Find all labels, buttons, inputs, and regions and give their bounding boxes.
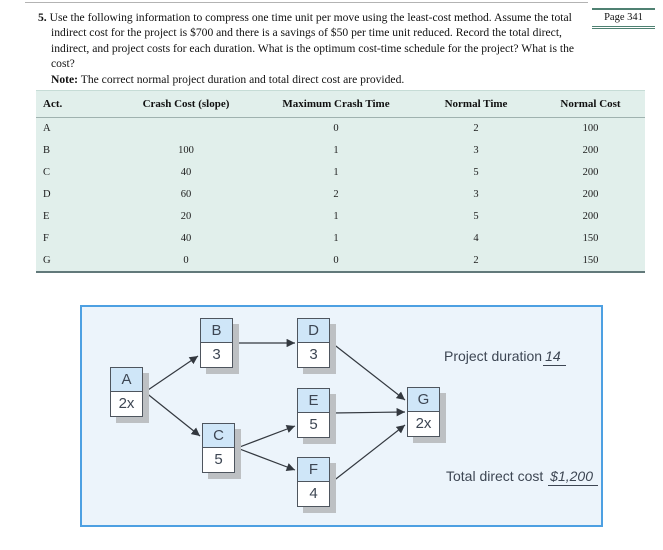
table-cell: B <box>43 145 51 156</box>
table-header-row: Act.Crash Cost (slope)Maximum Crash Time… <box>36 90 645 118</box>
table-cell: 200 <box>582 145 599 156</box>
table-cell: 2 <box>473 123 479 135</box>
table-cell: 1 <box>333 145 339 156</box>
table-cell: 100 <box>178 145 194 156</box>
column-header: Maximum Crash Time <box>256 90 416 118</box>
column-header: Normal Time <box>416 90 536 118</box>
activity-duration: 5 <box>214 450 223 468</box>
activity-name: A <box>111 368 142 392</box>
note-body: The correct normal project duration and … <box>80 72 405 86</box>
page-number-badge[interactable]: Page 341 <box>592 8 655 29</box>
table-cell: D <box>43 189 51 200</box>
table-cell: 2 <box>333 189 339 200</box>
table-cell: 150 <box>582 233 599 244</box>
table-cell: F <box>43 233 49 244</box>
activity-name: D <box>298 319 329 343</box>
activity-duration: 3 <box>309 345 318 363</box>
question-text: 5. Use the following information to comp… <box>38 10 589 87</box>
table-cell: A <box>43 123 51 135</box>
project-duration-label: Project duration <box>444 348 543 364</box>
dependency-arrow-a-b <box>144 355 199 393</box>
activity-duration: 2x <box>118 394 135 412</box>
table-cell: G <box>43 254 51 266</box>
table-cell <box>116 118 256 140</box>
activity-name: F <box>298 458 329 482</box>
table-cell: 3 <box>473 145 479 156</box>
table-row: C 40 1 5 200 <box>36 162 645 184</box>
project-duration-value[interactable]: 14 <box>543 348 566 366</box>
note-label: Note: <box>51 72 79 86</box>
activity-node-g: G 2x <box>407 387 440 437</box>
total-direct-cost-annotation: Total direct cost $1,200 <box>446 468 598 486</box>
activity-node-a: A 2x <box>110 367 143 417</box>
top-divider <box>25 2 588 3</box>
table-cell: 60 <box>180 189 192 200</box>
dependency-arrow-d-g <box>331 342 406 401</box>
dependency-arrow-c-e <box>236 425 296 449</box>
total-direct-cost-label: Total direct cost <box>446 468 544 484</box>
table-cell: 5 <box>473 211 479 222</box>
column-header: Act. <box>36 90 116 118</box>
table-header: Act.Crash Cost (slope)Maximum Crash Time… <box>36 90 645 118</box>
dependency-arrows-layer <box>144 338 406 483</box>
table-cell: 0 <box>333 254 339 266</box>
table-cell: 0 <box>183 254 189 266</box>
table-cell: 5 <box>473 167 479 178</box>
table-cell: 200 <box>582 189 599 200</box>
dependency-arrow-f-g <box>331 424 406 483</box>
table-row: F 40 1 4 150 <box>36 228 645 250</box>
activity-name: G <box>408 388 439 412</box>
table-cell: 40 <box>180 167 192 178</box>
table-cell: 20 <box>180 211 192 222</box>
activity-duration: 3 <box>212 345 221 363</box>
activity-duration: 5 <box>309 415 318 433</box>
column-header: Normal Cost <box>536 90 645 118</box>
dependency-arrow-a-c <box>144 391 201 437</box>
total-direct-cost-value[interactable]: $1,200 <box>548 468 598 486</box>
table-cell: 1 <box>333 233 339 244</box>
dependency-arrow-e-g <box>331 407 406 417</box>
table-cell: E <box>43 211 50 222</box>
activity-name: E <box>298 389 329 413</box>
table-cell: 1 <box>333 211 339 222</box>
activity-duration: 4 <box>309 484 318 502</box>
table-cell: 4 <box>473 233 479 244</box>
activity-duration: 2x <box>415 414 432 432</box>
table-cell: 100 <box>582 123 599 135</box>
table-row: B 100 1 3 200 <box>36 140 645 162</box>
table-row: E 20 1 5 200 <box>36 206 645 228</box>
activity-name: B <box>201 319 232 343</box>
activity-name: C <box>203 424 234 448</box>
table-cell: 0 <box>333 123 339 135</box>
table-row: D 60 2 3 200 <box>36 184 645 206</box>
table-cell: 3 <box>473 189 479 200</box>
page-number-label: Page 341 <box>604 12 643 23</box>
table-cell: 1 <box>333 167 339 178</box>
table-row: G 0 0 2 150 <box>36 250 645 272</box>
table-cell: 200 <box>582 211 599 222</box>
dependency-arrow-c-f <box>236 447 296 471</box>
table-cell: 40 <box>180 233 192 244</box>
table-row: A 0 2 100 <box>36 118 645 140</box>
table-cell: 200 <box>582 167 599 178</box>
table-cell: C <box>43 167 51 178</box>
table-cell: 150 <box>582 254 599 266</box>
question-number: 5. <box>38 11 47 24</box>
activity-crash-table: Act.Crash Cost (slope)Maximum Crash Time… <box>36 90 645 273</box>
question-body: Use the following information to compres… <box>49 11 575 71</box>
column-header: Crash Cost (slope) <box>116 90 256 118</box>
table-cell: 2 <box>473 254 479 266</box>
